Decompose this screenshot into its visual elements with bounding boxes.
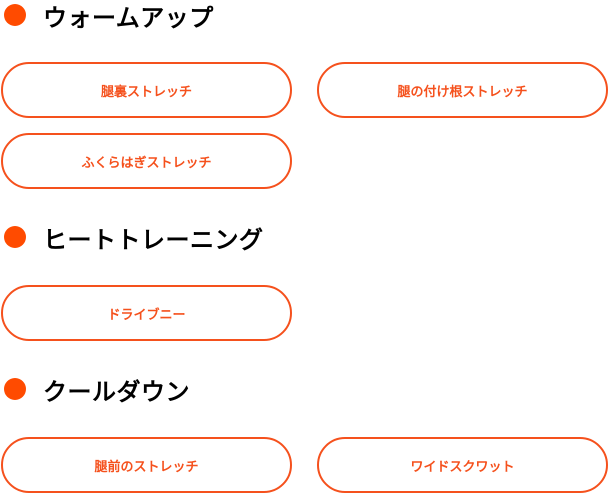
quad-stretch-button[interactable]: 腿前のストレッチ [1, 437, 292, 493]
section-title: ヒートトレーニング [43, 225, 264, 254]
drive-knee-button[interactable]: ドライブニー [1, 285, 292, 341]
section-header-heat-training: ヒートトレーニング [0, 222, 264, 254]
groin-stretch-button[interactable]: 腿の付け根ストレッチ [317, 62, 608, 118]
button-label: ふくらはぎストレッチ [81, 155, 212, 171]
bullet-dot-icon [4, 226, 26, 248]
section-header-warmup: ウォームアップ [0, 0, 214, 32]
section-title: ウォームアップ [43, 3, 214, 32]
button-label: 腿裏ストレッチ [100, 84, 192, 100]
button-label: ドライブニー [107, 307, 186, 323]
bullet-dot-icon [4, 4, 26, 26]
section-header-cooldown: クールダウン [0, 374, 190, 406]
button-label: 腿前のストレッチ [94, 459, 199, 475]
hamstring-stretch-button[interactable]: 腿裏ストレッチ [1, 62, 292, 118]
bullet-dot-icon [4, 378, 26, 400]
button-label: ワイドスクワット [410, 459, 515, 475]
wide-squat-button[interactable]: ワイドスクワット [317, 437, 608, 493]
button-label: 腿の付け根ストレッチ [397, 84, 528, 100]
section-title: クールダウン [43, 377, 190, 406]
calf-stretch-button[interactable]: ふくらはぎストレッチ [1, 133, 292, 189]
